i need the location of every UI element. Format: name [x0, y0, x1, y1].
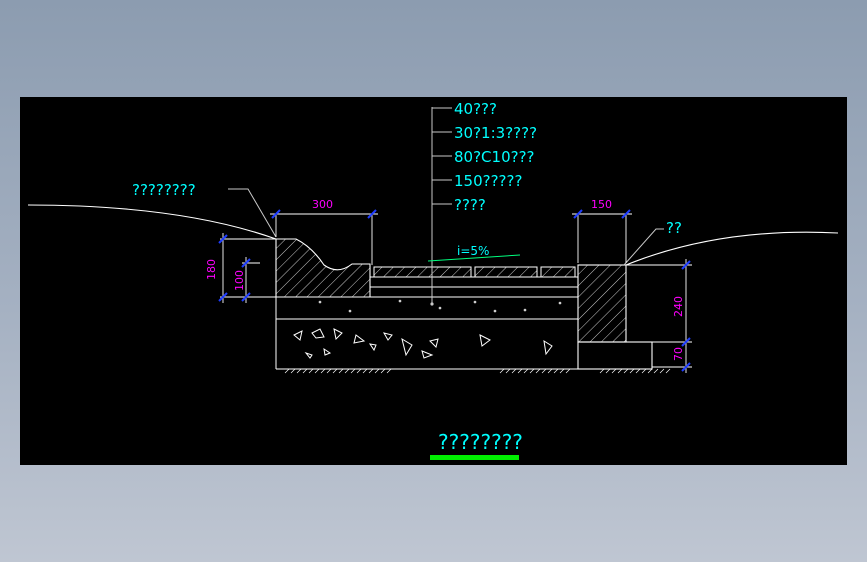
terrain-left — [27, 204, 277, 240]
stone-aggregate — [293, 328, 553, 359]
dimension-left-inner-value: 100 — [233, 270, 246, 291]
cad-viewport[interactable]: 40??? 30?1:3???? 80?C10??? 150????? ????… — [20, 97, 847, 465]
concrete-aggregate — [318, 299, 562, 313]
layer-callout-3: 80?C10??? — [454, 148, 535, 166]
dimension-right-lower-value: 70 — [672, 347, 685, 361]
dimension-right — [626, 259, 692, 373]
layer-callout-1: 40??? — [454, 100, 497, 118]
drawing-title: ???????? — [438, 430, 523, 454]
slope-line — [427, 254, 521, 262]
right-curb-footing — [577, 341, 653, 370]
dimension-left — [218, 233, 276, 303]
left-curb — [275, 238, 371, 298]
title-underline — [430, 455, 519, 460]
slope-label: i=5% — [457, 244, 489, 258]
dimension-top-right-value: 150 — [591, 198, 612, 211]
terrain-right — [625, 231, 839, 266]
layer-leader — [431, 107, 452, 305]
left-callout-leader — [228, 188, 277, 238]
dimension-right-upper-value: 240 — [672, 296, 685, 317]
layer-callout-5: ???? — [454, 196, 486, 214]
left-callout-label: ???????? — [132, 181, 196, 199]
dimension-left-outer-value: 180 — [205, 259, 218, 280]
leader-dot — [430, 302, 434, 306]
dimension-top-left — [270, 209, 378, 265]
right-callout-label: ?? — [666, 219, 682, 237]
paving-blocks — [373, 266, 576, 278]
right-curb — [577, 264, 627, 343]
dimension-top-right — [572, 209, 632, 263]
section-drawing: 40??? 30?1:3???? 80?C10??? 150????? ????… — [27, 100, 839, 460]
dimension-top-left-value: 300 — [312, 198, 333, 211]
ground-hatch — [284, 368, 671, 374]
layer-callout-2: 30?1:3???? — [454, 124, 537, 142]
layer-callout-4: 150????? — [454, 172, 522, 190]
right-callout-leader — [623, 228, 664, 266]
